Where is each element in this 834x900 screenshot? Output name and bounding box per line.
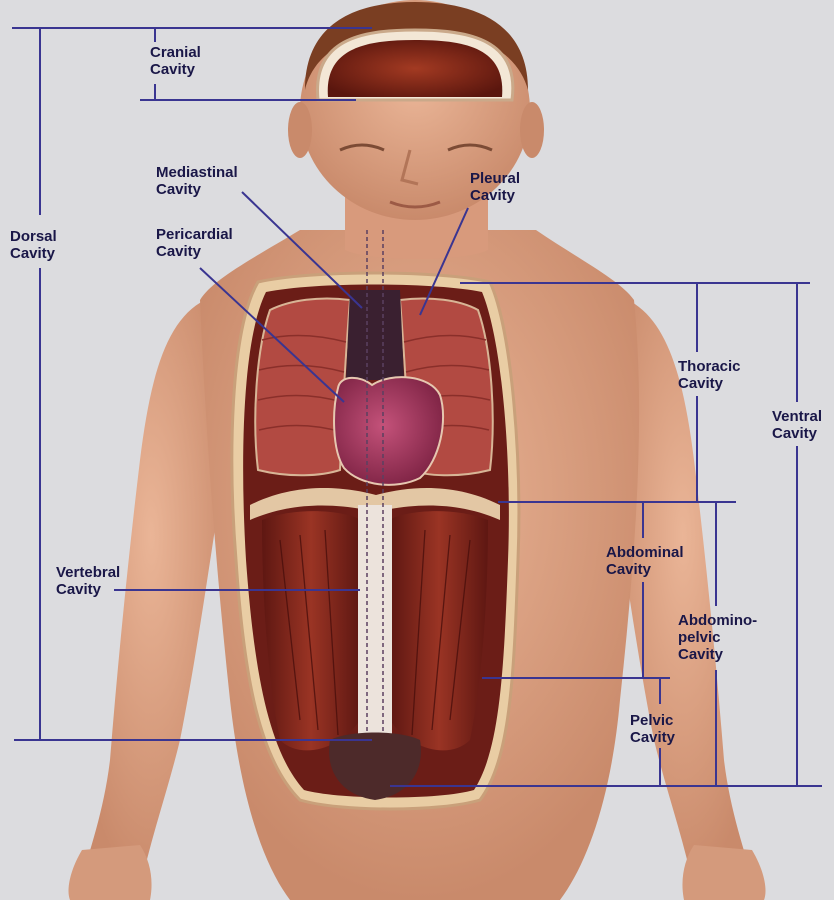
thoracic-label-line2: Cavity	[678, 375, 741, 392]
open-trunk	[232, 230, 519, 809]
mediastinal-label-line1: Mediastinal	[156, 164, 238, 181]
abdominal-label-line2: Cavity	[606, 561, 684, 578]
abdominopelvic-label-line1: Abdomino-	[678, 612, 757, 629]
pelvic-cavity-label: Pelvic Cavity	[630, 712, 675, 746]
ventral-label-line1: Ventral	[772, 408, 822, 425]
pericardial-label-line1: Pericardial	[156, 226, 233, 243]
abdominal-cavity-label: Abdominal Cavity	[606, 544, 684, 578]
vertebral-cavity-label: Vertebral Cavity	[56, 564, 120, 598]
thoracic-label-line1: Thoracic	[678, 358, 741, 375]
cranial-cavity-label: Cranial Cavity	[150, 44, 201, 78]
cranial-cavity-shape	[317, 30, 512, 100]
ventral-cavity-label: Ventral Cavity	[772, 408, 822, 442]
cranial-label-line2: Cavity	[150, 61, 201, 78]
pericardial-label-line2: Cavity	[156, 243, 233, 260]
mediastinal-cavity-label: Mediastinal Cavity	[156, 164, 238, 198]
pelvic-label-line1: Pelvic	[630, 712, 675, 729]
abdominal-label-line1: Abdominal	[606, 544, 684, 561]
dorsal-cavity-label: Dorsal Cavity	[10, 228, 57, 262]
ventral-label-line2: Cavity	[772, 425, 822, 442]
vertebral-label-line1: Vertebral	[56, 564, 120, 581]
pleural-cavity-label: Pleural Cavity	[470, 170, 520, 204]
pericardial-cavity-label: Pericardial Cavity	[156, 226, 233, 260]
abdominopelvic-cavity-label: Abdomino- pelvic Cavity	[678, 612, 757, 663]
cranial-label-line1: Cranial	[150, 44, 201, 61]
pleural-label-line1: Pleural	[470, 170, 520, 187]
dorsal-label-line1: Dorsal	[10, 228, 57, 245]
thoracic-cavity-label: Thoracic Cavity	[678, 358, 741, 392]
abdominopelvic-label-line2: pelvic	[678, 629, 757, 646]
pleural-label-line2: Cavity	[470, 187, 520, 204]
abdominopelvic-label-line3: Cavity	[678, 646, 757, 663]
vertebral-label-line2: Cavity	[56, 581, 120, 598]
pelvic-label-line2: Cavity	[630, 729, 675, 746]
mediastinal-label-line2: Cavity	[156, 181, 238, 198]
dorsal-label-line2: Cavity	[10, 245, 57, 262]
